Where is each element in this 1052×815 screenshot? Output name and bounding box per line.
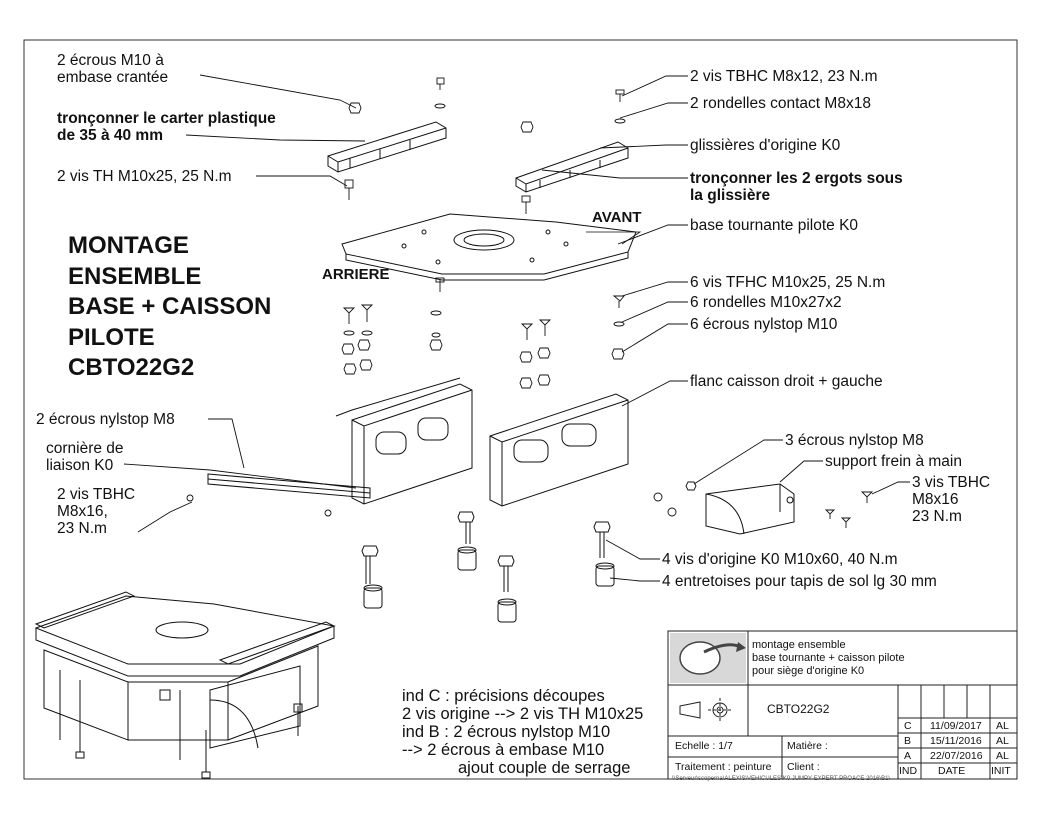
tb-rev-init: AL [996,720,1009,732]
tb-drawing-number: CBTO22G2 [767,702,830,716]
callout-vis-tbhc-m8x12: 2 vis TBHC M8x12, 23 N.m [690,68,878,85]
rear-label: ARRIERE [322,266,390,283]
title-line: ENSEMBLE [68,262,202,290]
tb-col-init: INIT [991,765,1011,777]
revision-note: ajout couple de serrage [458,759,631,777]
revision-notes: ind C : précisions découpes 2 vis origin… [402,687,643,777]
company-logo [670,633,746,683]
callout-corniere: cornière de [46,440,124,457]
callout-ecrous-nylstop-m10: 6 écrous nylstop M10 [690,316,838,333]
tb-material: Matière : [787,740,828,752]
tb-rev-ind: A [904,750,912,762]
tb-col-ind: IND [899,765,918,777]
callout-vis-th-m10: 2 vis TH M10x25, 25 N.m [57,168,232,185]
callout-vis-tbhc-m8x16-left: 23 N.m [57,520,107,537]
hardware-parts [186,77,874,528]
revision-note: ind B : 2 écrous nylstop M10 [402,723,611,741]
callout-ecrous-m10-embase: embase crantée [57,69,169,86]
tb-rev-init: AL [996,750,1009,762]
connecting-angle-bracket [207,473,371,499]
callout-vis-origine-m10x60: 4 vis d'origine K0 M10x60, 40 N.m [662,551,898,568]
leader-lines [123,74,910,582]
tb-rev-ind: C [904,720,912,732]
callout-corniere: liaison K0 [46,457,114,474]
tb-file-path: \\Serveur\scoperna\ALEXIS\VEHICULES\K0 J… [672,776,891,782]
rail-left [327,121,447,173]
tb-scale: Echelle : 1/7 [675,740,733,752]
rotating-base-plate [341,213,637,281]
callout-tronconner-carter: de 35 à 40 mm [57,127,163,144]
callout-ecrous-m10-embase: 2 écrous M10 à [57,52,164,69]
title-block [667,630,1018,780]
assembled-view [34,591,336,779]
callout-ecrous-nylstop-m8-3: 3 écrous nylstop M8 [785,432,924,449]
tb-client: Client : [787,761,820,773]
callout-support-frein: support frein à main [825,453,962,470]
tb-treatment: Traitement : peinture [675,761,772,773]
revision-note: --> 2 écrous à embase M10 [402,741,605,759]
title-line: BASE + CAISSON [68,293,272,320]
tb-description: base tournante + caisson pilote [752,652,905,664]
side-panel-right [489,393,629,507]
callout-tronconner-ergots: la glissière [690,187,771,204]
callout-rondelles-m10: 6 rondelles M10x27x2 [690,294,842,311]
callout-glissieres: glissières d'origine K0 [690,137,841,154]
title-line: MONTAGE [68,232,189,259]
callout-tronconner-ergots: tronçonner les 2 ergots sous [690,170,903,187]
tb-rev-date: 11/09/2017 [930,720,982,732]
rail-right [515,141,629,193]
callout-vis-tbhc-m8x16-left: 2 vis TBHC [57,486,136,503]
title-line: CBTO22G2 [68,354,195,381]
front-label: AVANT [592,209,642,226]
revision-note: ind C : précisions découpes [402,687,605,705]
tb-col-date: DATE [938,765,966,777]
sheet-frame [23,39,1018,780]
main-title: MONTAGE ENSEMBLE BASE + CAISSON PILOTE C… [68,231,271,384]
tb-description: pour siège d'origine K0 [752,665,865,677]
callout-vis-tbhc-m8x16-left: M8x16, [57,503,108,520]
callout-vis-tbhc-right: 23 N.m [912,508,962,525]
tb-rev-init: AL [996,735,1009,747]
title-line: PILOTE [68,323,155,351]
callout-vis-tbhc-right: 3 vis TBHC [912,474,991,491]
tb-description: montage ensemble [752,639,846,651]
callout-vis-tbhc-right: M8x16 [912,491,959,508]
callout-rondelles-contact: 2 rondelles contact M8x18 [690,95,871,112]
callout-base-tournante: base tournante pilote K0 [690,217,859,234]
tb-rev-date: 15/11/2016 [930,735,982,747]
callout-entretoises: 4 entretoises pour tapis de sol lg 30 mm [662,573,937,590]
tb-rev-ind: B [904,735,912,747]
long-screws-and-spacers [361,511,615,623]
callout-ecrous-nylstop-m8: 2 écrous nylstop M8 [36,411,175,428]
callout-vis-tfhc: 6 vis TFHC M10x25, 25 N.m [690,274,886,291]
side-panel-left [335,377,473,505]
callout-tronconner-carter: tronçonner le carter plastique [57,110,276,127]
tb-rev-date: 22/07/2016 [930,750,983,762]
callout-flanc-caisson: flanc caisson droit + gauche [690,373,883,390]
revision-note: 2 vis origine --> 2 vis TH M10x25 [402,705,644,723]
handbrake-support [705,483,795,535]
